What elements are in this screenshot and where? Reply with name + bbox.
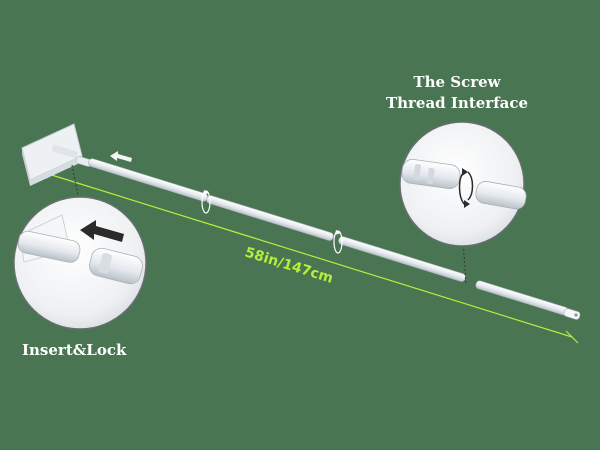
screw-thread-callout: The Screw Thread Interface	[372, 72, 542, 114]
mop-head	[21, 123, 83, 186]
insert-arrow-small	[110, 151, 132, 162]
screw-thread-callout-line2: Thread Interface	[385, 94, 529, 112]
screw-thread-detail	[399, 121, 527, 247]
pole	[88, 158, 569, 316]
pole-handle-end	[563, 308, 581, 320]
measure-line	[41, 171, 573, 338]
rotation-marker-2	[333, 230, 343, 254]
insert-lock-detail	[13, 196, 147, 330]
measure-tick-right	[565, 330, 579, 344]
rotation-marker-1	[201, 190, 211, 214]
length-label: 58in/147cm	[243, 245, 335, 287]
screw-thread-callout-line1: The Screw	[413, 73, 501, 91]
insert-lock-callout: Insert&Lock	[22, 341, 127, 359]
